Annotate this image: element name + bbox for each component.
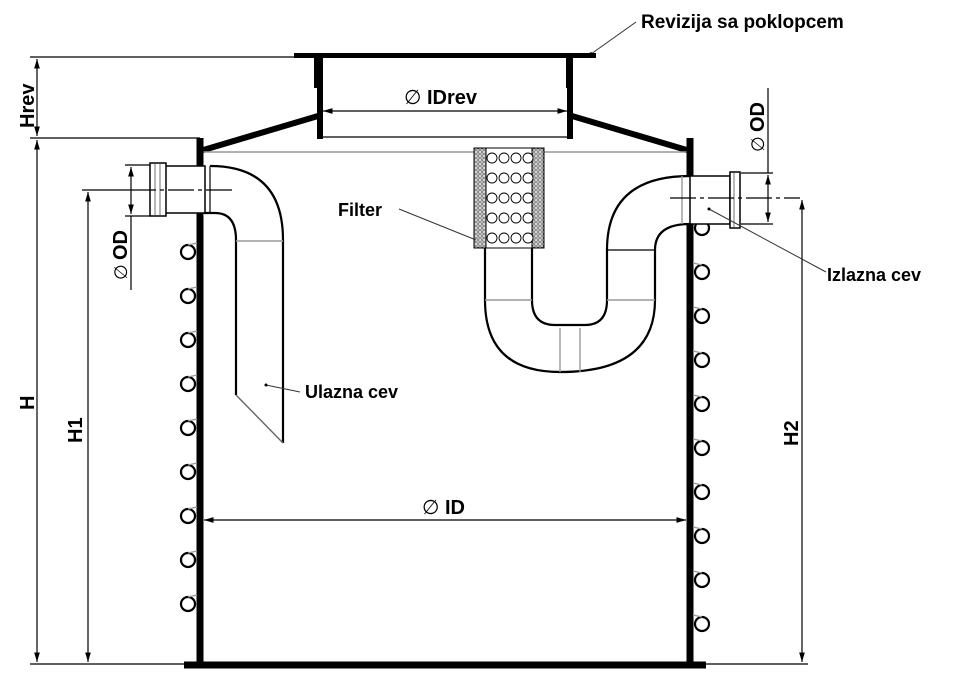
ladder-rung — [179, 419, 197, 437]
ladder-rung-hook — [692, 614, 703, 618]
filter-hole — [498, 152, 510, 164]
filter-hole — [510, 172, 522, 184]
diameter-symbol: ∅ — [111, 264, 132, 280]
dim-h2-label: H2 — [781, 420, 803, 446]
dim-h1-label: H1 — [65, 417, 87, 443]
outlet-pipe — [483, 171, 800, 374]
inlet-pipe — [130, 162, 285, 444]
filter-hole — [522, 212, 534, 224]
ladder-rung — [179, 331, 197, 349]
ladder-rungs-right — [692, 218, 711, 633]
filter-hole — [486, 192, 498, 204]
filter-hole — [522, 152, 534, 164]
ladder-rung — [693, 527, 711, 545]
diameter-symbol: ∅ — [404, 85, 421, 109]
ladder-rung-hook — [187, 374, 198, 378]
filter-hole — [510, 152, 522, 164]
ladder-rung — [693, 439, 711, 457]
revision-cover — [294, 53, 596, 139]
leader-lines — [264, 21, 827, 393]
filter-hole — [486, 152, 498, 164]
dim-id-label: ID — [445, 497, 465, 519]
filter-hole — [510, 232, 522, 244]
filter-hole — [522, 172, 534, 184]
ladder-rung — [693, 263, 711, 281]
ladder-rung-hook — [692, 262, 703, 266]
dim-h-label: H — [17, 396, 39, 410]
dim-od-left-label: OD — [110, 230, 132, 260]
ladder-rung-hook — [187, 242, 198, 246]
ladder-rung — [179, 463, 197, 481]
filter-hole — [486, 212, 498, 224]
dimension-lines — [30, 56, 808, 665]
filter-hole — [510, 192, 522, 204]
ladder-rung — [179, 595, 197, 613]
filter-hole — [486, 232, 498, 244]
ladder-rung-hook — [187, 462, 198, 466]
filter-hole — [498, 172, 510, 184]
tank-cone-top — [199, 113, 691, 154]
revision-label: Revizija sa poklopcem — [641, 12, 844, 33]
dim-idrev-label: IDrev — [427, 87, 478, 109]
ladder-rung-hook — [187, 506, 198, 510]
ladder-rung — [179, 507, 197, 525]
ladder-rung-hook — [692, 570, 703, 574]
filter-element — [473, 147, 545, 249]
filter-hole — [510, 212, 522, 224]
diameter-symbol: ∅ — [748, 136, 769, 152]
ladder-rung — [179, 243, 197, 261]
filter-hole — [498, 212, 510, 224]
diameter-symbol: ∅ — [422, 495, 439, 519]
ladder-rung — [179, 551, 197, 569]
ladder-rung-hook — [692, 482, 703, 486]
ladder-rung-hook — [187, 286, 198, 290]
ladder-rung-hook — [692, 350, 703, 354]
ladder-rung — [693, 307, 711, 325]
filter-label: Filter — [338, 200, 382, 220]
tank-body — [184, 138, 706, 669]
ladder-rung — [693, 483, 711, 501]
ladder-rung-hook — [692, 306, 703, 310]
ladder-rung — [179, 375, 197, 393]
ladder-rung — [179, 287, 197, 305]
dim-od-right-label: OD — [747, 102, 769, 132]
filter-hole — [522, 192, 534, 204]
inlet-pipe-label: Ulazna cev — [305, 382, 398, 402]
ladder-rung — [693, 351, 711, 369]
ladder-rung-hook — [187, 418, 198, 422]
ladder-rungs-left — [179, 242, 198, 613]
ladder-rung — [693, 571, 711, 589]
ladder-rung — [693, 615, 711, 633]
ladder-rung-hook — [187, 330, 198, 334]
filter-hole — [498, 192, 510, 204]
outlet-pipe-label: Izlazna cev — [827, 265, 921, 285]
filter-hole — [498, 232, 510, 244]
dim-hrev-label: Hrev — [17, 83, 39, 128]
filter-hole — [486, 172, 498, 184]
ladder-rung-hook — [692, 526, 703, 530]
ladder-rung-hook — [692, 438, 703, 442]
ladder-rung-hook — [187, 594, 198, 598]
ladder-rung — [693, 395, 711, 413]
filter-hole — [522, 232, 534, 244]
ladder-rung-hook — [692, 394, 703, 398]
ladder-rung-hook — [187, 550, 198, 554]
